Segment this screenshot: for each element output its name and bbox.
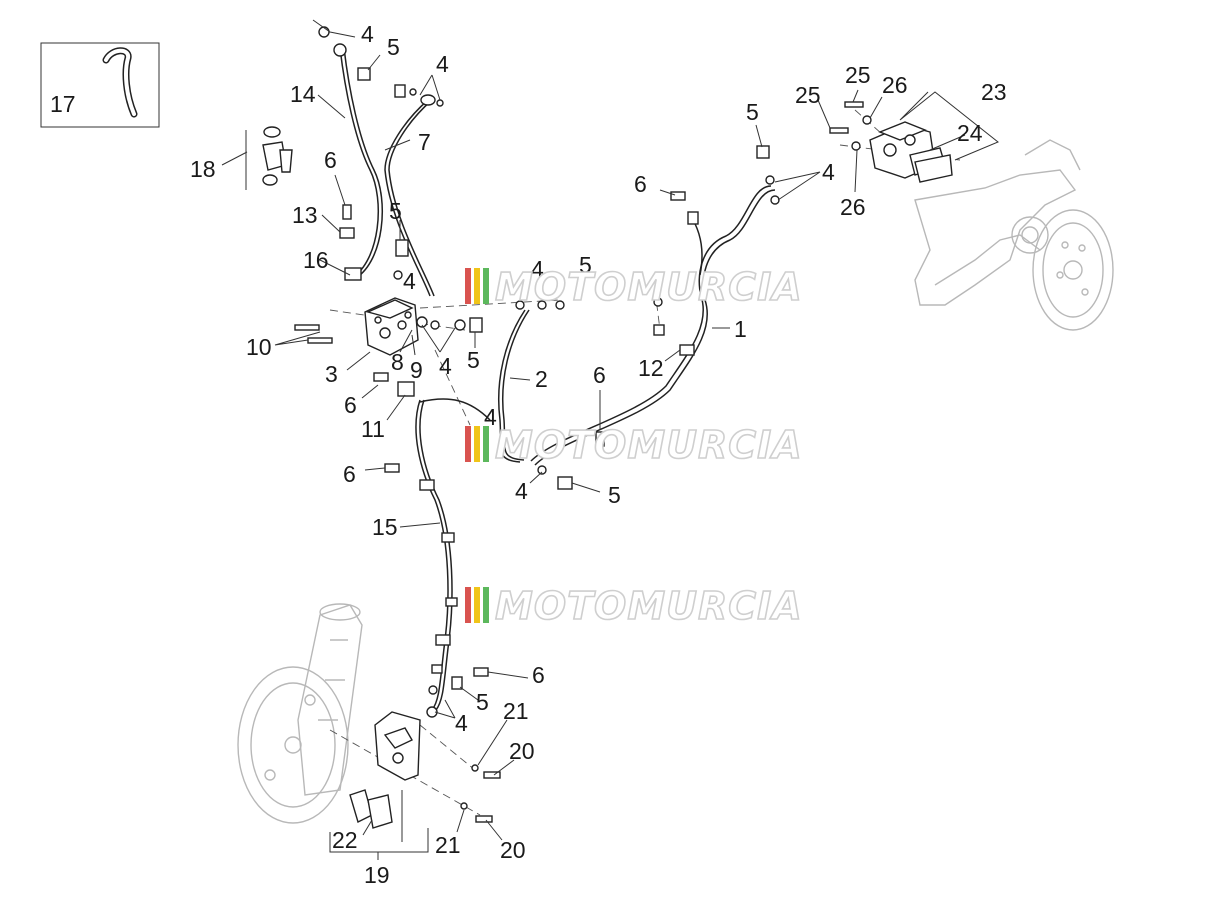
hose-clip-kit <box>262 126 293 186</box>
callout-10: 10 <box>246 334 272 360</box>
watermark-stripe-green <box>483 426 489 462</box>
callout-11: 11 <box>361 416 385 442</box>
callout-5: 5 <box>467 347 480 373</box>
hose-clamps <box>419 344 695 674</box>
abs-modulator-unit <box>364 297 419 356</box>
callout-4: 4 <box>484 404 497 430</box>
callout-20: 20 <box>509 738 535 764</box>
callout-5: 5 <box>579 252 592 278</box>
callout-labels: 4 5 4 17 14 7 18 6 13 5 16 4 10 3 8 9 4 … <box>50 21 1007 888</box>
rear-brake-caliper <box>869 121 953 183</box>
callout-4: 4 <box>361 21 374 47</box>
callout-6: 6 <box>344 392 357 418</box>
front-brake-caliper <box>349 711 421 829</box>
callout-14: 14 <box>290 81 316 107</box>
callout-15: 15 <box>372 514 398 540</box>
watermark-1: MOTOMURCIA <box>465 264 803 310</box>
callout-4: 4 <box>531 256 544 282</box>
rear-swingarm-and-disc <box>914 139 1114 331</box>
watermark-text: MOTOMURCIA <box>495 423 803 467</box>
callout-23: 23 <box>981 79 1007 105</box>
watermark-3: MOTOMURCIA <box>465 583 803 629</box>
callout-5: 5 <box>476 689 489 715</box>
callout-26: 26 <box>840 194 866 220</box>
callout-5: 5 <box>608 482 621 508</box>
watermark-stripe-red <box>465 587 471 623</box>
callout-21: 21 <box>435 832 461 858</box>
callout-4: 4 <box>439 353 452 379</box>
watermark-stripe-red <box>465 426 471 462</box>
callout-22: 22 <box>332 827 358 853</box>
callout-9: 9 <box>410 357 423 383</box>
callout-25: 25 <box>845 62 871 88</box>
watermark-2: MOTOMURCIA <box>465 422 803 468</box>
watermark-stripe-yellow <box>474 587 480 623</box>
callout-6: 6 <box>343 461 356 487</box>
brake-hoses <box>339 47 776 711</box>
callout-5: 5 <box>387 34 400 60</box>
callout-12: 12 <box>638 355 664 381</box>
callout-5: 5 <box>746 99 759 125</box>
callout-6: 6 <box>324 147 337 173</box>
callout-6: 6 <box>593 362 606 388</box>
callout-19: 19 <box>364 862 390 888</box>
callout-4: 4 <box>455 710 468 736</box>
watermark-stripe-green <box>483 587 489 623</box>
callout-8: 8 <box>391 349 404 375</box>
watermark-stripe-yellow <box>474 426 480 462</box>
callout-4: 4 <box>403 268 416 294</box>
callout-4: 4 <box>822 159 835 185</box>
watermark-stripe-yellow <box>474 268 480 304</box>
callout-13: 13 <box>292 202 318 228</box>
callout-6: 6 <box>634 171 647 197</box>
inset-box-part-17 <box>40 42 160 128</box>
callout-4: 4 <box>515 478 528 504</box>
callout-17: 17 <box>50 91 76 117</box>
callout-24: 24 <box>957 120 983 146</box>
callout-3: 3 <box>325 361 338 387</box>
watermark-text: MOTOMURCIA <box>495 584 803 628</box>
callout-2: 2 <box>535 366 548 392</box>
callout-5: 5 <box>389 198 402 224</box>
callout-leaders <box>221 19 999 860</box>
front-fork-and-disc <box>237 603 363 824</box>
watermark-stripe-red <box>465 268 471 304</box>
callout-16: 16 <box>303 247 329 273</box>
callout-4: 4 <box>436 51 449 77</box>
callout-7: 7 <box>418 129 431 155</box>
watermark-text: MOTOMURCIA <box>495 265 803 309</box>
callout-26: 26 <box>882 72 908 98</box>
callout-1: 1 <box>734 316 747 342</box>
callout-25: 25 <box>795 82 821 108</box>
callout-21: 21 <box>503 698 529 724</box>
callout-6: 6 <box>532 662 545 688</box>
callout-20: 20 <box>500 837 526 863</box>
watermark-stripe-green <box>483 268 489 304</box>
banjo-bolts-and-washers <box>294 26 872 823</box>
callout-18: 18 <box>190 156 216 182</box>
